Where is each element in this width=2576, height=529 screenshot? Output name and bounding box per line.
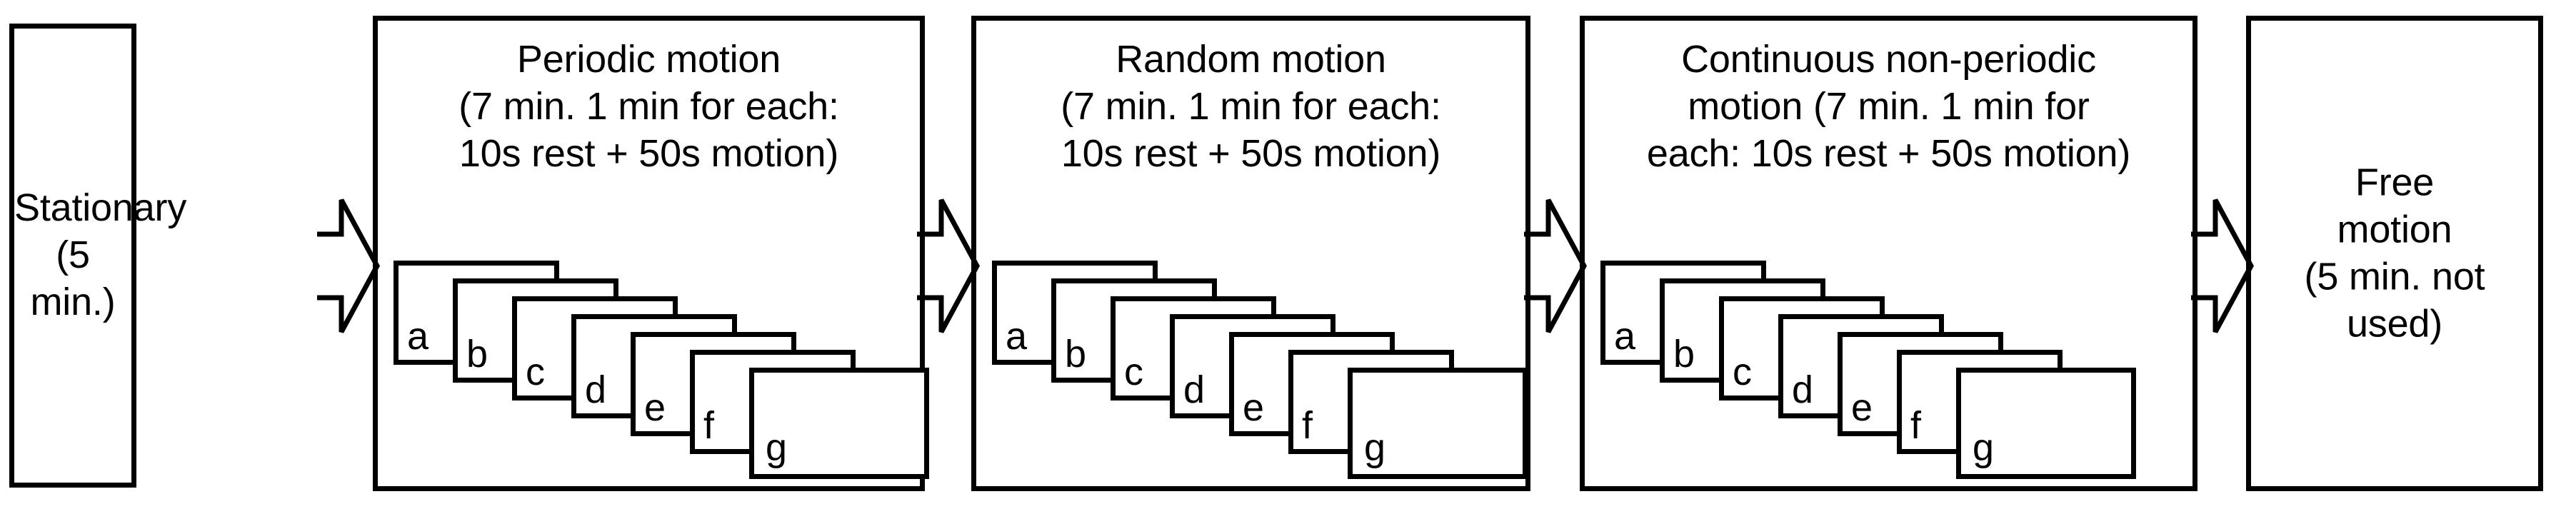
trial-card-label: f (1910, 404, 1922, 447)
trial-card: g (1956, 368, 2136, 479)
flow-arrow-icon (2191, 198, 2254, 333)
trial-card-label: f (1302, 404, 1313, 447)
stage-box-free-motion: Free motion (5 min. not used) (2246, 16, 2543, 491)
stage-label-continuous-non-periodic-motion: Continuous non-periodic motion (7 min. 1… (1646, 38, 2131, 175)
trial-card-label: c (526, 351, 545, 393)
trial-card-label: b (466, 333, 488, 376)
trial-card-label: b (1673, 333, 1695, 376)
stage-label-random-motion: Random motion (7 min. 1 min for each: 10… (1061, 38, 1441, 175)
stage-box-periodic-motion: Periodic motion (7 min. 1 min for each: … (373, 16, 929, 491)
trial-card-label: c (1733, 351, 1752, 393)
trial-card-label: e (1243, 386, 1265, 429)
stage-box-random-motion: Random motion (7 min. 1 min for each: 10… (971, 16, 1530, 491)
trial-card-label: a (407, 315, 429, 358)
flow-arrow-icon (917, 198, 980, 333)
flow-arrow-icon (134, 198, 380, 333)
trial-card-label: g (766, 426, 788, 469)
trial-card-label: d (585, 368, 607, 411)
trial-card-label: a (1006, 315, 1028, 358)
trial-card: g (749, 368, 929, 479)
trial-card-label: e (644, 386, 666, 429)
trial-card: g (1348, 368, 1528, 479)
trial-card-label: d (1792, 368, 1814, 411)
trial-card-label: g (1364, 426, 1386, 469)
stage-box-continuous-non-periodic-motion: Continuous non-periodic motion (7 min. 1… (1580, 16, 2197, 491)
stage-box-stationary: Stationary (5 min.) (9, 24, 187, 488)
trial-card-label: f (703, 404, 715, 447)
trial-card-label: d (1183, 368, 1206, 411)
stage-label-periodic-motion: Periodic motion (7 min. 1 min for each: … (458, 38, 839, 175)
flow-arrow-icon (1524, 198, 1587, 333)
stage-label-free-motion: Free motion (5 min. not used) (2304, 161, 2485, 345)
stage-label-stationary: Stationary (5 min.) (14, 186, 187, 323)
trial-card-label: g (1973, 426, 1995, 469)
trial-card-label: e (1851, 386, 1873, 429)
trial-card-label: b (1065, 333, 1087, 376)
trial-card-label: c (1124, 351, 1143, 393)
trial-card-label: a (1614, 315, 1636, 358)
